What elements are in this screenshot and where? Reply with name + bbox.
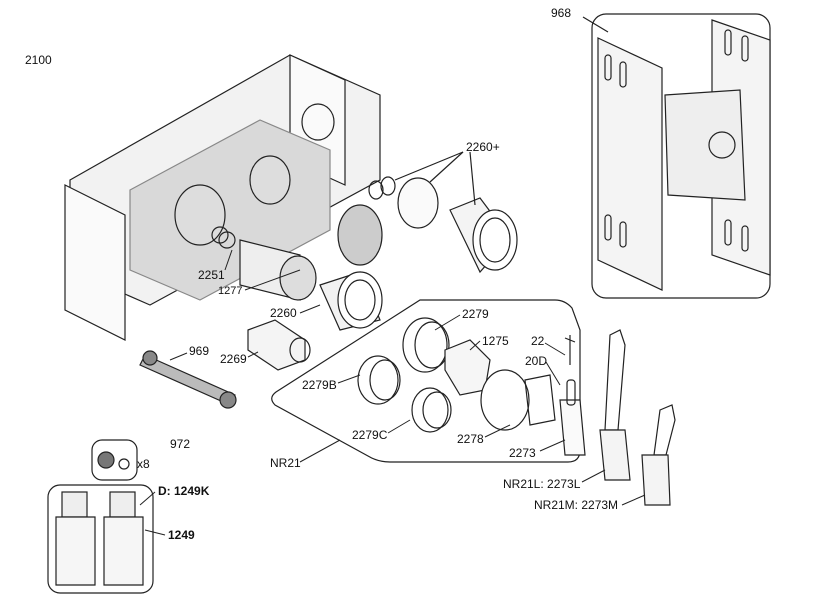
nut-2260: [319, 271, 383, 331]
label-2251: 2251: [198, 268, 225, 282]
spout-2273m: [641, 404, 676, 506]
label-2279c: 2279C: [352, 428, 388, 442]
label-nr21m: NR21M: 2273M: [534, 498, 619, 512]
plugs-972: [97, 451, 130, 470]
label-x8: x8: [137, 457, 150, 471]
label-1277: 1277: [218, 285, 243, 297]
label-2278: 2278: [457, 432, 484, 446]
leader-lines: [139, 249, 646, 536]
label-nr21l: NR21L: 2273L: [503, 477, 581, 491]
label-972: 972: [170, 437, 191, 451]
hex-tool-2269: [247, 319, 311, 371]
spout-2273l: [599, 329, 631, 481]
label-968: 968: [551, 6, 572, 20]
label-2260: 2260: [270, 306, 297, 320]
label-2273: 2273: [509, 446, 536, 460]
label-1275: 1275: [482, 334, 509, 348]
plugs-box: [91, 439, 138, 481]
label-2279b: 2279B: [302, 378, 337, 392]
bracket-968: [597, 19, 771, 291]
label-nr21: NR21: [270, 456, 301, 470]
label-22: 22: [531, 334, 545, 348]
cartridge-2260plus: [368, 151, 518, 274]
label-1249: 1249: [168, 528, 195, 542]
fittings-box: [47, 484, 154, 594]
label-2100: 2100: [25, 53, 52, 67]
leader-968: [582, 16, 609, 33]
kit-nr21-parts: [357, 317, 586, 456]
label-1249k: D: 1249K: [158, 484, 210, 498]
fittings-1249: [55, 491, 144, 586]
label-2260plus: 2260+: [466, 140, 500, 154]
label-969: 969: [189, 344, 210, 358]
label-2279: 2279: [462, 307, 489, 321]
wrench-969: [139, 350, 237, 409]
kit-nr21-outline: [271, 299, 581, 463]
label-20d: 20D: [525, 354, 548, 368]
label-2269: 2269: [220, 352, 247, 366]
valve-body-2100: [64, 54, 383, 341]
